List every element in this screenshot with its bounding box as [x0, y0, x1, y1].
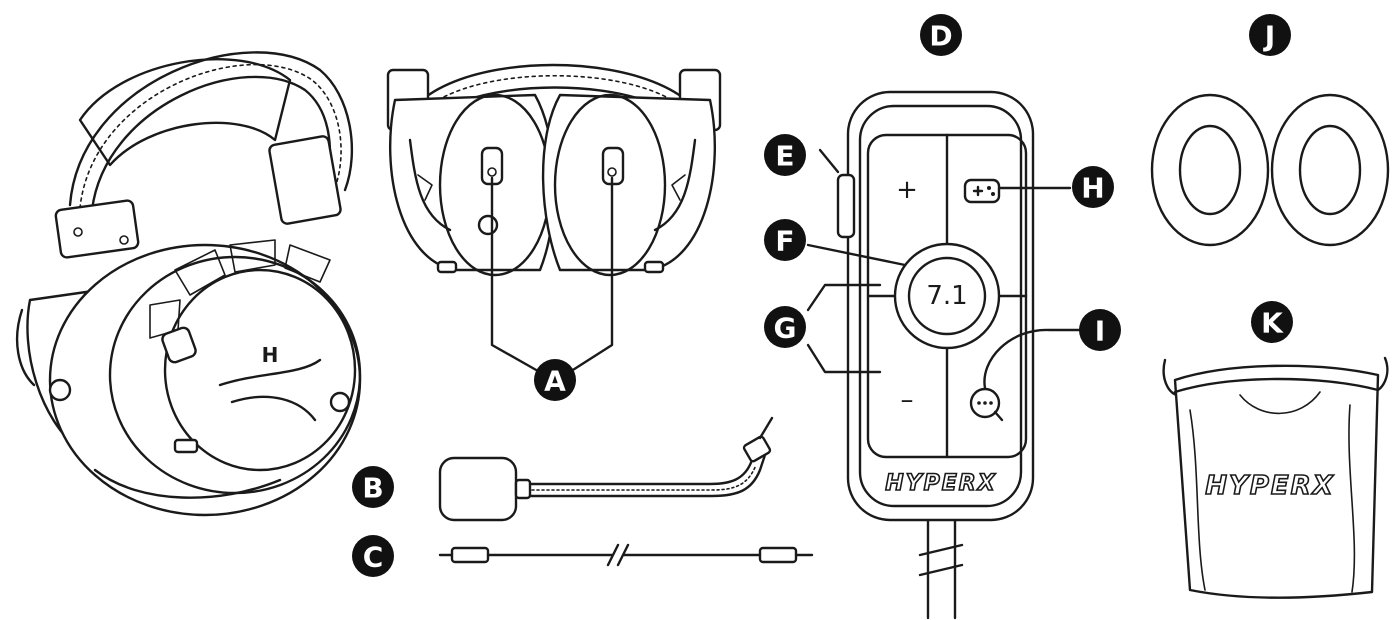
svg-text:B: B	[362, 472, 383, 505]
audio-cable	[438, 543, 814, 567]
svg-text:A: A	[544, 365, 566, 398]
label-f-badge: F	[764, 219, 806, 261]
label-d-badge: D	[920, 14, 962, 56]
usb-sound-card-control: 7.1 + – HYPERX	[806, 90, 1082, 620]
surround-label: 7.1	[926, 281, 967, 311]
pouch-hyperx-logo: HYPERX	[1205, 471, 1334, 501]
svg-text:I: I	[1095, 315, 1105, 348]
spare-ear-cushions	[1150, 93, 1390, 247]
label-a-badge: A	[534, 359, 576, 401]
volume-up-symbol: +	[896, 175, 918, 205]
svg-text:D: D	[929, 20, 952, 53]
label-e-badge: E	[764, 134, 806, 176]
svg-text:K: K	[1261, 307, 1284, 340]
carrying-pouch: HYPERX	[1162, 356, 1389, 599]
headset-side-view: H	[15, 51, 362, 517]
svg-text:G: G	[774, 312, 797, 345]
label-g-badge: G	[764, 306, 806, 348]
svg-text:E: E	[775, 140, 794, 173]
label-j-badge: J	[1249, 14, 1291, 56]
label-c-badge: C	[352, 535, 394, 577]
control-hyperx-logo: HYPERX	[885, 471, 996, 496]
label-h-badge: H	[1072, 166, 1114, 208]
volume-down-symbol: –	[901, 385, 914, 415]
svg-text:H: H	[262, 343, 279, 367]
svg-text:C: C	[363, 541, 384, 574]
svg-text:F: F	[775, 225, 794, 258]
svg-text:J: J	[1263, 20, 1275, 53]
label-k-badge: K	[1251, 301, 1293, 343]
svg-text:H: H	[1081, 172, 1104, 205]
detachable-microphone	[438, 416, 774, 522]
label-i-badge: I	[1079, 309, 1121, 351]
gamepad-icon	[963, 178, 1001, 204]
headset-front-view	[386, 63, 722, 377]
label-b-badge: B	[352, 466, 394, 508]
